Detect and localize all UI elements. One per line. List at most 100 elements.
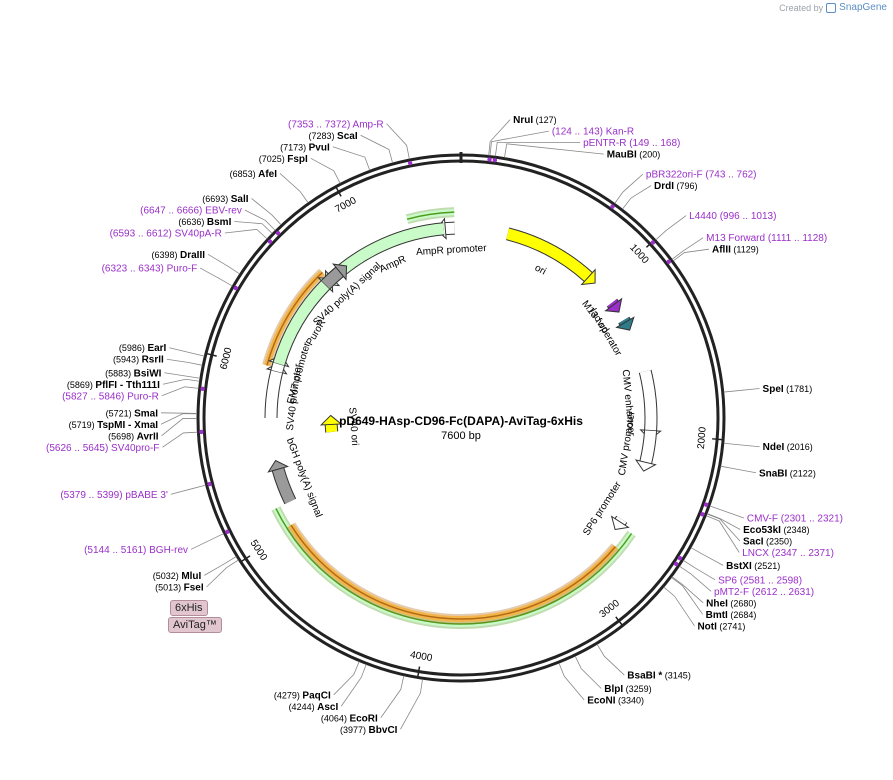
tick-mark [417,666,421,677]
leader-line [162,431,198,448]
plasmid-length: 7600 bp [441,430,481,442]
feature-arrowhead [610,515,630,531]
primer-mark [700,512,705,517]
primer-label: (5379 .. 5399) pBABE 3' [60,490,168,501]
primer-label: (6593 .. 6612) SV40pA-R [110,228,222,239]
leader-line [170,484,206,495]
leader-line [489,130,549,156]
tick-label: 5000 [248,538,270,563]
enzyme-label: (7173) PvuI [280,142,330,153]
primer-mark [487,157,492,162]
enzyme-label: (5869) PflFI - Tth111I [67,380,160,391]
band-line [266,271,323,366]
enzyme-label: (4279) PaqCI [274,690,331,701]
enzyme-label: (4064) EcoRI [321,713,378,724]
primer-mark [200,386,205,392]
leader-line [723,442,760,448]
enzyme-label: NdeI (2016) [763,442,813,453]
feature-body [273,280,330,366]
feature-body [271,362,285,373]
feature-label: ori [533,263,548,278]
enzyme-label: (5719) TspMI - XmaI [69,420,159,431]
primer-mark [275,231,281,236]
primer-mark [610,204,615,209]
leader-line [706,513,741,530]
enzyme-label: BmtI (2684) [706,610,757,621]
primer-label: M13 Forward (1111 .. 1128) [706,233,827,244]
band-line [275,508,633,625]
enzyme-label: BsaBI * (3145) [627,671,691,682]
enzyme-label: (7283) ScaI [309,131,358,142]
primer-label: (7353 .. 7372) Amp-R [288,119,384,130]
leader-line [679,565,712,592]
primer-mark [407,160,413,166]
primer-label: SP6 (2581 .. 2598) [718,575,802,586]
leader-line [164,372,201,379]
enzyme-label: (5032) MluI [153,571,202,582]
leader-line [672,248,710,262]
feature-body [265,370,283,419]
snapgene-logo-icon [826,2,837,13]
leader-line [161,386,199,397]
leader-line [190,533,224,550]
enzyme-label: NheI (2680) [706,598,756,609]
leader-line [161,418,198,437]
tick-mark [615,616,623,626]
feature-body [506,228,593,282]
leader-line [655,215,687,241]
credit-brand: SnapGene [839,2,887,13]
feature-body [639,370,657,431]
tick-label: 6000 [218,346,234,371]
enzyme-label: (5698) AvrII [108,431,159,442]
primer-label: L4440 (996 .. 1013) [689,211,776,222]
primer-label: LNCX (2347 .. 2371) [742,548,834,559]
primer-label: (5144 .. 5161) BGH-rev [84,545,188,556]
leader-line [671,576,704,604]
feature-body [325,424,338,433]
feature-body [444,222,455,235]
leader-line [596,644,625,676]
leader-line [162,378,200,385]
leader-line [166,358,203,366]
leader-line [207,253,240,275]
feature-arrowhead [319,414,343,426]
enzyme-label: NruI (127) [513,115,557,126]
leader-line [683,560,716,581]
primer-label: CMV-F (2301 .. 2321) [747,513,843,524]
band-line [290,524,617,620]
leader-line [574,655,602,689]
leader-line [234,221,273,234]
center-title: pD649-HAsp-CD96-Fc(DAPA)-AviTag-6xHis 76… [339,414,583,442]
feature-label: bGH poly(A) signal [284,437,324,519]
snapgene-credit: Created by SnapGene [779,2,887,13]
feature-arrowhead [332,263,348,281]
tick-mark [712,438,723,441]
leader-line [494,141,581,157]
primer-label: (124 .. 143) Kan-R [552,127,634,138]
primer-mark [650,240,656,245]
leader-line [380,675,405,719]
enzyme-label: (5721) SmaI [106,408,159,419]
enzyme-label: Eco53kI (2348) [743,525,809,536]
band-line [406,211,455,220]
primer-mark [267,239,273,244]
primer-label: (5827 .. 5846) Puro-R [62,391,159,402]
enzyme-label: DrdI (796) [654,181,698,192]
feature-label: SV40 ori [346,407,360,446]
band-glow [286,522,620,624]
enzyme-label: NotI (2741) [697,621,745,632]
feature-body [640,430,657,464]
enzyme-label: (7025) FspI [259,154,308,165]
primer-mark [233,285,238,291]
feature-body [272,467,296,504]
enzyme-label: SpeI (1781) [763,384,813,395]
feature-arrowhead [267,459,290,473]
enzyme-label: (6853) AfeI [230,169,278,180]
primer-label: (6323 .. 6343) Puro-F [102,264,198,275]
enzyme-label: (5943) RsrII [113,355,164,366]
tag-6xhis: 6xHis [170,600,208,616]
leader-line [709,505,744,519]
feature-arrowhead [615,316,635,331]
leader-line [161,412,198,414]
